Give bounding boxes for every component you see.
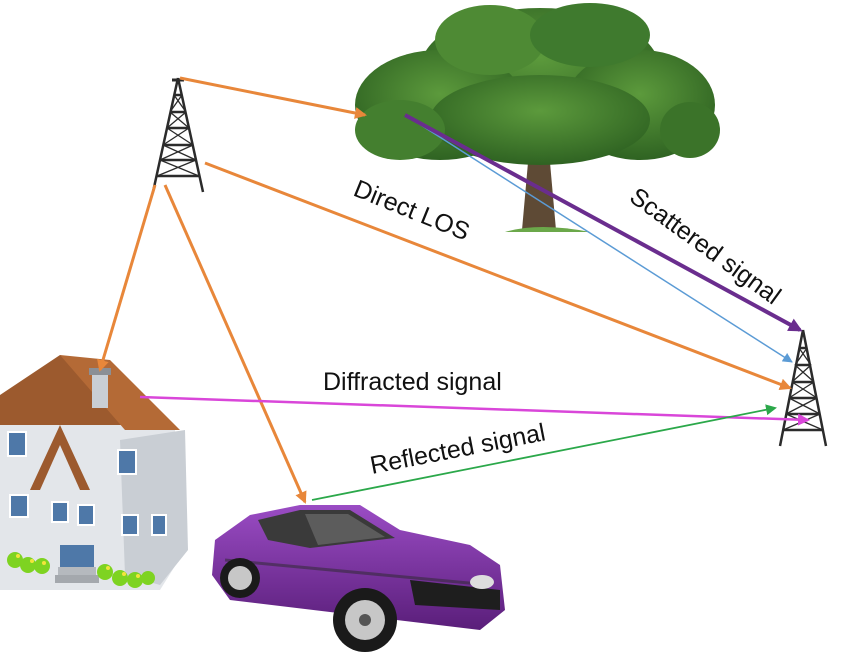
diffracted-signal-label: Diffracted signal <box>323 368 502 396</box>
diffracted-path <box>139 395 810 426</box>
car-icon <box>212 505 505 652</box>
direct-los-path <box>204 161 792 391</box>
receiver-tower-icon <box>778 329 828 447</box>
house-icon <box>0 355 188 590</box>
scattered-path <box>404 113 803 332</box>
direct-los-label: Direct LOS <box>350 175 474 247</box>
incident-path-tree <box>179 76 367 119</box>
reflected-path <box>311 404 777 501</box>
incident-path-house <box>97 184 157 372</box>
tree-icon <box>355 3 720 232</box>
transmitter-tower-icon <box>151 77 205 193</box>
scattered-path-thin <box>409 117 793 363</box>
incident-path-car <box>163 184 307 504</box>
